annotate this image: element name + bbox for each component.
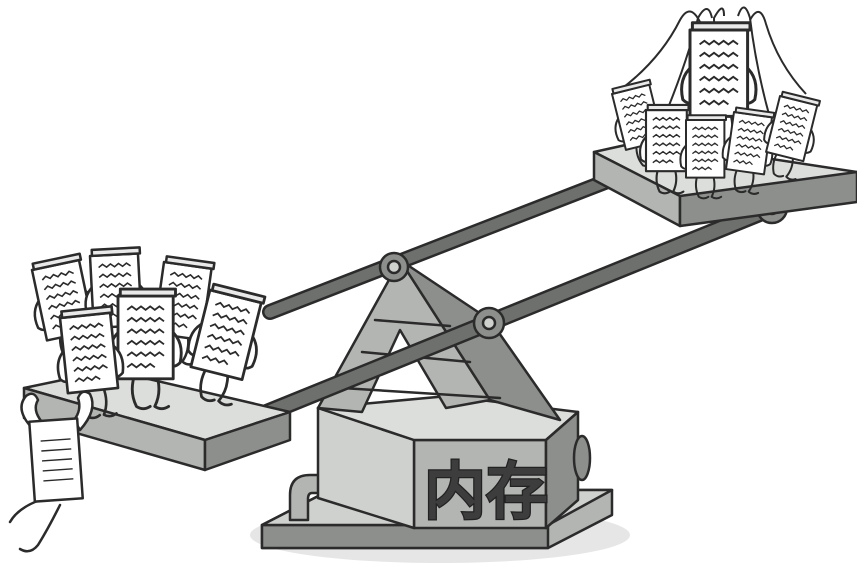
pivot-joint [474, 308, 504, 338]
memory-label: 内存 [424, 455, 548, 528]
pivot-joint [380, 253, 408, 281]
